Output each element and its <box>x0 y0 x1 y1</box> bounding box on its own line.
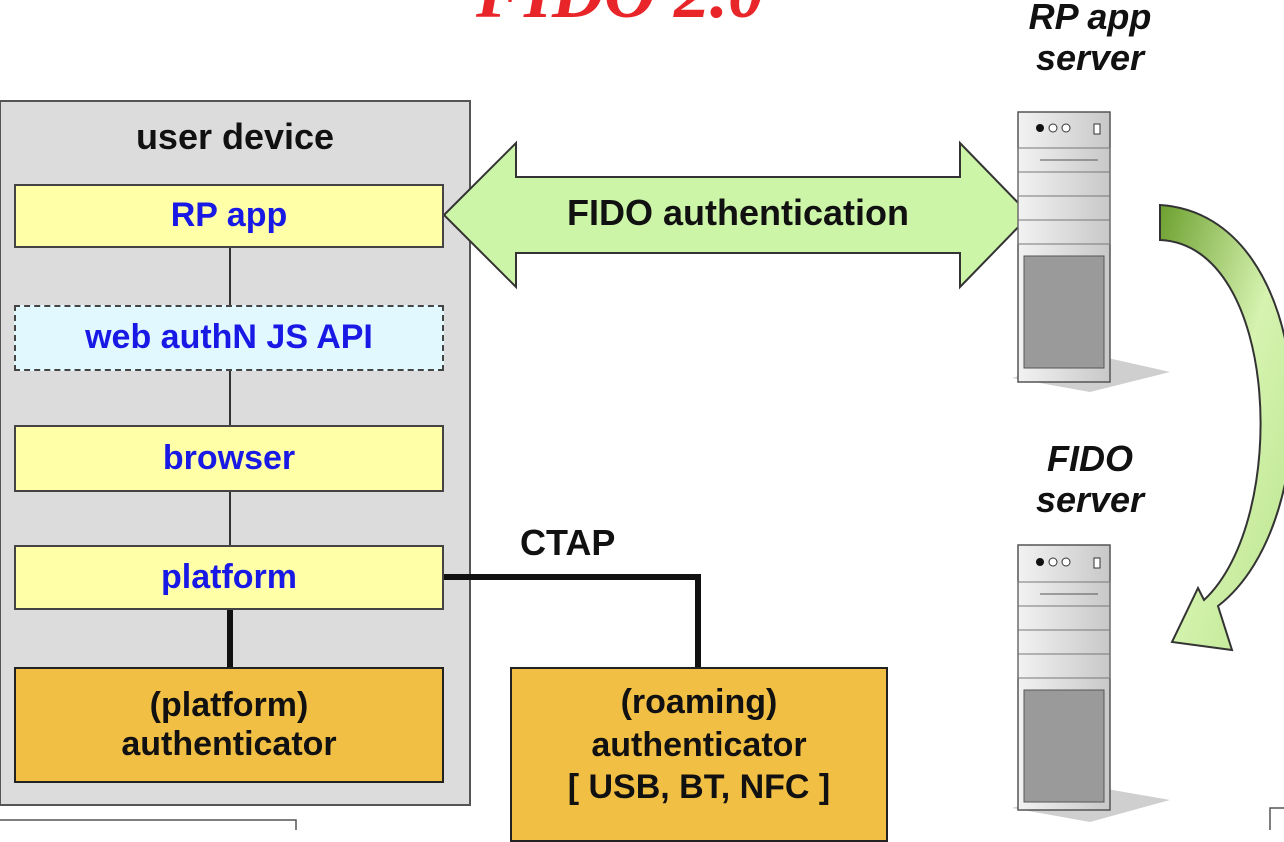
webauthn-api-layer: web authN JS API <box>14 305 444 371</box>
rp-server-label: RP app server <box>1028 0 1152 79</box>
fido-server-icon <box>1012 544 1170 822</box>
platform-layer: platform <box>14 545 444 610</box>
ctap-link <box>444 574 701 667</box>
roaming-authenticator: (roaming) authenticator [ USB, BT, NFC ] <box>510 667 888 842</box>
ctap-label: CTAP <box>520 522 616 563</box>
server-curved-arrow <box>1159 203 1284 652</box>
browser-layer: browser <box>14 425 444 492</box>
fido-server-label: FIDO server <box>1035 438 1145 521</box>
rp-server-icon <box>1012 111 1170 392</box>
user-device-title: user device <box>135 116 335 157</box>
fido-authentication-label: FIDO authentication <box>567 192 909 233</box>
rp-app-layer: RP app <box>14 184 444 248</box>
slide-title: FIDO 2.0 <box>440 0 800 35</box>
platform-authenticator: (platform) authenticator <box>14 667 444 783</box>
